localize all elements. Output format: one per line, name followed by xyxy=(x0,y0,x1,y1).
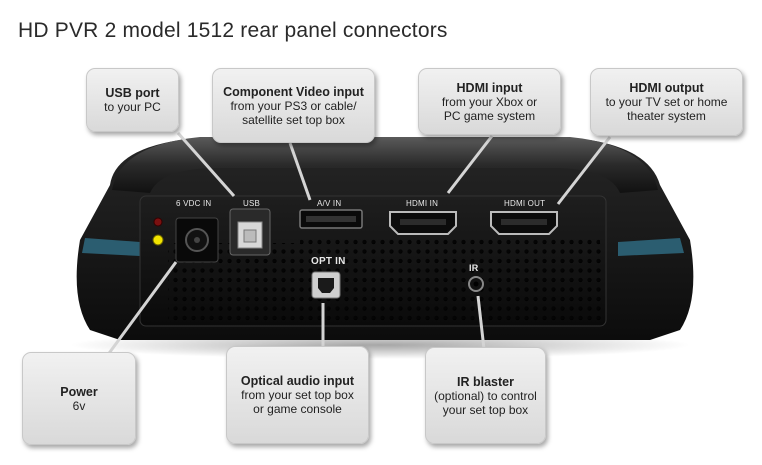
ir-jack-center xyxy=(473,281,479,287)
hdmi-in-leader-line xyxy=(446,135,494,194)
hdmi-output-callout-text: to your TV set or home theater system xyxy=(605,95,728,123)
component-leader-line xyxy=(288,142,312,201)
hdmi-out-slot xyxy=(501,219,547,225)
dc-in-label: 6 VDC IN xyxy=(176,199,212,208)
ir-blaster-callout-text: (optional) to control your set top box xyxy=(434,388,537,417)
usb-port-insert xyxy=(243,229,257,243)
usb-label: USB xyxy=(243,199,261,208)
hdmi-output-callout-title: HDMI output xyxy=(629,81,704,95)
component-video-callout-title: Component Video input xyxy=(223,84,364,99)
hdmi-input-callout-title: HDMI input xyxy=(456,80,523,95)
av-in-label: A/V IN xyxy=(317,199,342,208)
usb-leader-line xyxy=(176,132,236,197)
left-accent-stripe xyxy=(82,238,140,256)
optical-port-opening xyxy=(318,278,334,293)
optical-audio-callout-text: from your set top box or game console xyxy=(241,388,354,416)
optical-audio-callout-title: Optical audio input xyxy=(240,374,355,388)
power-callout-title: Power xyxy=(60,384,98,399)
diagram-title: HD PVR 2 model 1512 rear panel connector… xyxy=(18,19,448,42)
hdmi-out-leader-line xyxy=(556,136,612,205)
usb-port-callout-title: USB port xyxy=(105,86,160,100)
dc-jack-pin xyxy=(194,237,200,243)
hdmi-output-callout: HDMI output to your TV set or home theat… xyxy=(590,68,743,136)
leader-lines xyxy=(105,132,612,357)
hdmi-in-label: HDMI IN xyxy=(406,199,439,208)
ir-label: IR xyxy=(469,263,479,273)
right-accent-stripe xyxy=(618,238,684,256)
vent-grille-upper xyxy=(300,237,600,247)
optical-audio-callout: Optical audio input from your set top bo… xyxy=(226,346,369,444)
ir-leader-line xyxy=(476,295,486,350)
usb-port-callout: USB port to your PC xyxy=(86,68,179,132)
component-video-callout: Component Video input from your PS3 or c… xyxy=(212,68,375,143)
power-callout: Power 6v xyxy=(22,352,136,445)
hdmi-input-callout-text: from your Xbox or PC game system xyxy=(441,94,538,123)
hdmi-in-slot xyxy=(400,219,446,225)
hdmi-out-label: HDMI OUT xyxy=(504,199,546,208)
vent-grille xyxy=(168,243,602,323)
opt-in-label: OPT IN xyxy=(311,256,346,267)
component-video-callout-text: from your PS3 or cable/ satellite set to… xyxy=(230,98,357,127)
power-callout-text: 6v xyxy=(72,398,86,413)
ir-blaster-callout-title: IR blaster xyxy=(457,374,514,389)
av-in-slot xyxy=(306,216,356,222)
hdmi-input-callout: HDMI input from your Xbox or PC game sys… xyxy=(418,68,561,135)
red-led xyxy=(153,217,163,227)
power-leader-line xyxy=(105,261,178,357)
ir-blaster-callout: IR blaster (optional) to control your se… xyxy=(425,347,546,444)
yellow-led xyxy=(152,234,164,246)
usb-port-callout-text: to your PC xyxy=(104,100,161,114)
device-top xyxy=(112,137,658,193)
